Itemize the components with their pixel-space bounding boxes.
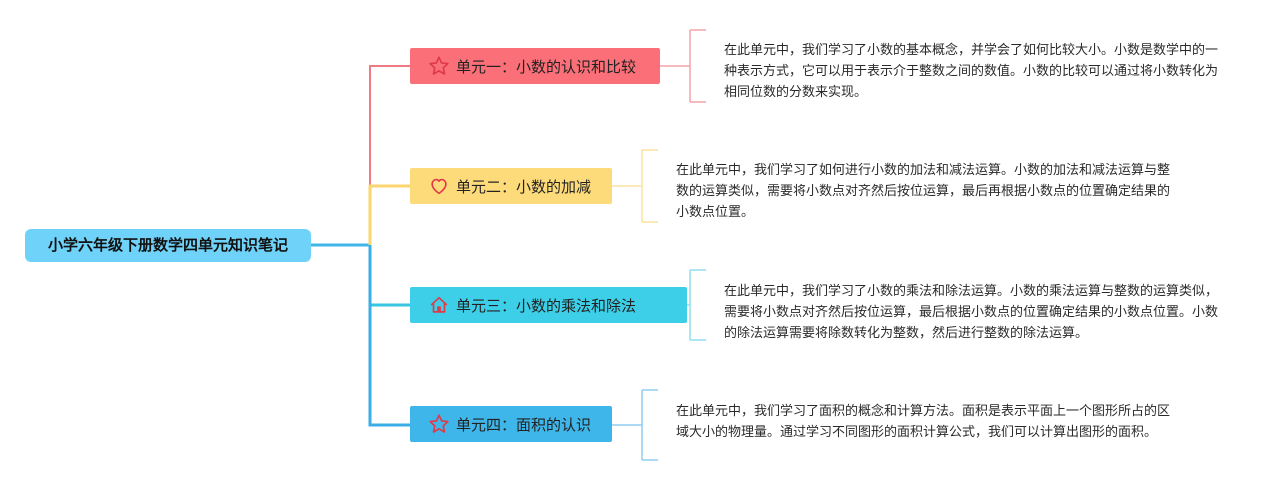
branch-unit2-label: 单元二：小数的加减 xyxy=(456,177,592,196)
connector-unit3 xyxy=(368,245,410,307)
connector-unit1 xyxy=(369,65,410,245)
note-connector-unit3 xyxy=(687,269,706,341)
heart-icon xyxy=(428,175,450,197)
house-icon xyxy=(428,294,450,316)
branch-unit2[interactable]: 单元二：小数的加减 xyxy=(410,168,612,204)
star-icon xyxy=(428,413,450,435)
note-unit2: 在此单元中，我们学习了如何进行小数的加法和减法运算。小数的加法和减法运算与整数的… xyxy=(676,163,1171,220)
note-unit3: 在此单元中，我们学习了小数的乘法和除法运算。小数的乘法运算与整数的运算类似，需要… xyxy=(724,284,1219,341)
note-connector-unit4 xyxy=(612,389,658,461)
note-connector-unit2 xyxy=(612,149,658,223)
branch-unit4[interactable]: 单元四：面积的认识 xyxy=(410,406,612,442)
branch-unit1-label: 单元一：小数的认识和比较 xyxy=(456,57,637,76)
star-icon xyxy=(428,55,450,77)
branch-unit1[interactable]: 单元一：小数的认识和比较 xyxy=(410,48,660,84)
connector-unit4 xyxy=(368,245,410,427)
branch-unit3[interactable]: 单元三：小数的乘法和除法 xyxy=(410,287,687,323)
root-topic[interactable]: 小学六年级下册数学四单元知识笔记 xyxy=(25,229,311,262)
branch-unit3-label: 单元三：小数的乘法和除法 xyxy=(456,296,637,315)
note-unit4: 在此单元中，我们学习了面积的概念和计算方法。面积是表示平面上一个图形所占的区域大… xyxy=(676,404,1171,440)
note-connector-unit1 xyxy=(660,29,706,103)
branch-unit4-label: 单元四：面积的认识 xyxy=(456,415,592,434)
connector-unit2 xyxy=(368,184,410,245)
note-unit1: 在此单元中，我们学习了小数的基本概念，并学会了如何比较大小。小数是数学中的一种表… xyxy=(724,43,1219,100)
